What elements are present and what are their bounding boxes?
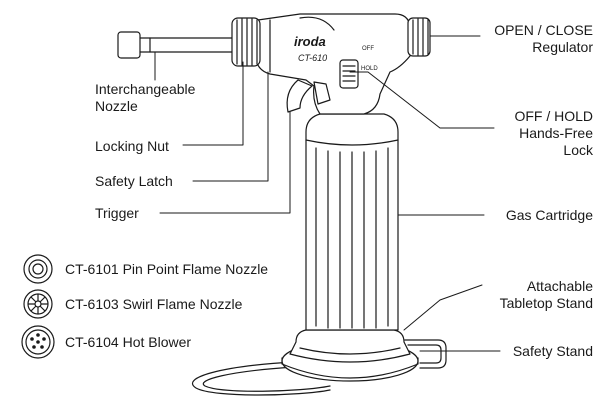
brand-logo: iroda [294, 34, 326, 49]
label-hands-free-lock: OFF / HOLD Hands-Free Lock [514, 108, 593, 159]
label-lock-line2: Hands-Free [519, 125, 593, 141]
label-tabletop-stand: Attachable Tabletop Stand [500, 278, 593, 312]
nozzle-label-6104: CT-6104 Hot Blower [65, 334, 192, 350]
nozzle-label-6103: CT-6103 Swirl Flame Nozzle [65, 296, 243, 312]
trigger-assembly [286, 79, 331, 113]
label-trigger: Trigger [95, 205, 139, 221]
label-stand-line2: Tabletop Stand [499, 295, 593, 311]
label-regulator-line1: OPEN / CLOSE [494, 22, 593, 38]
hot-blower-icon [21, 325, 55, 359]
leader-lines [154, 35, 501, 352]
nozzle-label-6101: CT-6101 Pin Point Flame Nozzle [65, 261, 269, 277]
locking-nut [231, 17, 261, 67]
label-gas-cartridge: Gas Cartridge [505, 207, 593, 223]
switch-hold-label: HOLD [361, 66, 378, 72]
label-interchangeable-nozzle: Interchangeable Nozzle [95, 81, 195, 115]
model-number: CT-610 [298, 53, 328, 63]
label-lock-line3: Lock [563, 142, 593, 158]
label-lock-line1: OFF / HOLD [514, 108, 593, 124]
label-nozzle-line1: Interchangeable [95, 81, 196, 97]
nozzle-tube [117, 31, 233, 59]
label-safety-latch: Safety Latch [95, 173, 173, 189]
gas-cartridge [305, 113, 399, 331]
label-nozzle-line2: Nozzle [95, 98, 138, 114]
safety-stand-wire [191, 339, 447, 396]
torch-head [255, 13, 431, 115]
label-locking-nut: Locking Nut [95, 138, 169, 154]
switch-off-label: OFF [362, 46, 374, 52]
label-regulator: OPEN / CLOSE Regulator [494, 22, 593, 56]
tabletop-stand [281, 329, 419, 382]
label-regulator-line2: Regulator [532, 39, 593, 55]
swirl-nozzle-icon [23, 289, 53, 319]
label-safety-stand: Safety Stand [512, 343, 593, 359]
label-stand-line1: Attachable [526, 278, 593, 294]
pin-point-nozzle-icon [23, 254, 53, 284]
